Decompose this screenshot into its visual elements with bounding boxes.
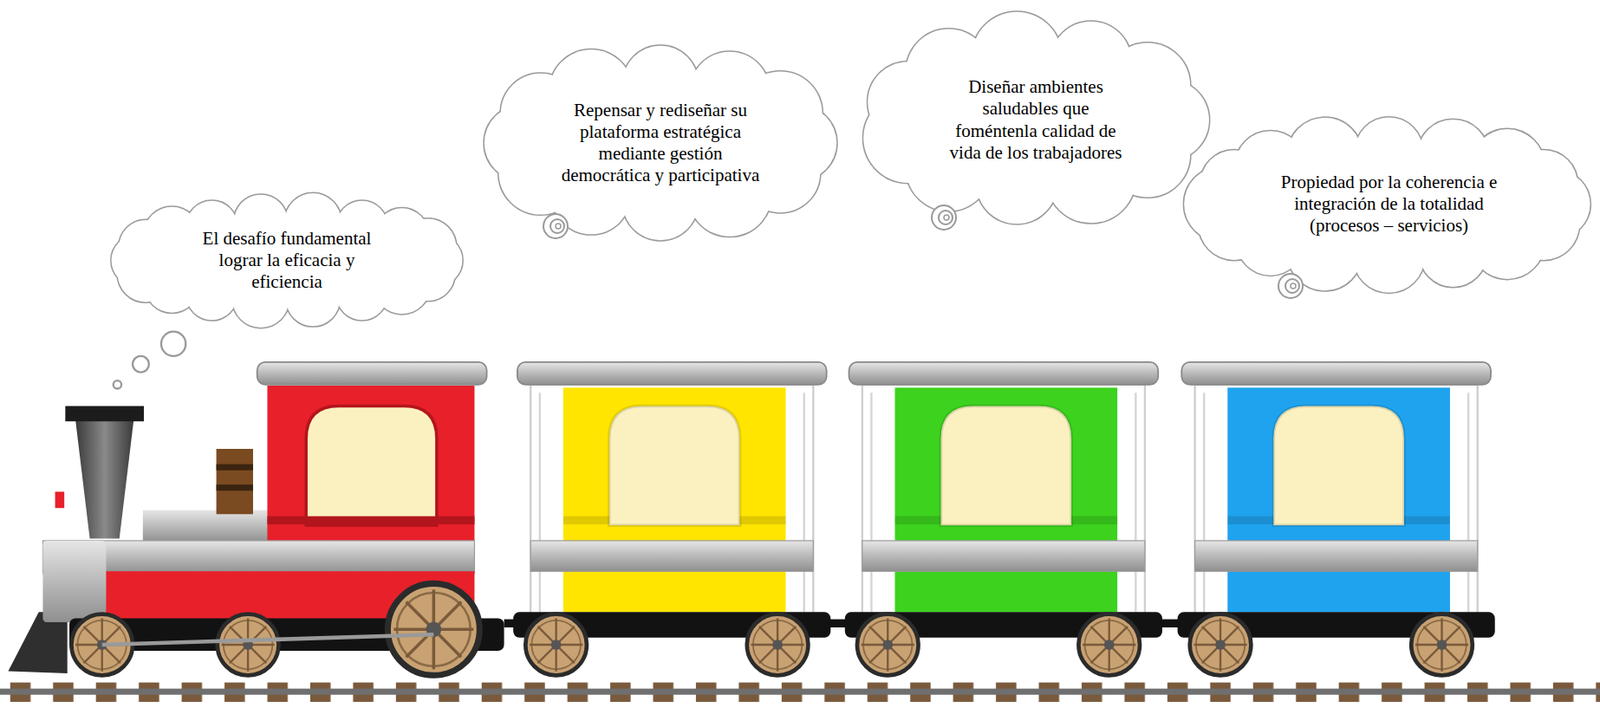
thought-cloud: El desafío fundamental lograr la eficaci… [107,191,467,330]
cloud-text: El desafío fundamental lograr la eficaci… [182,227,391,294]
cloud-spiral [1285,279,1300,293]
cloud-label: Diseñar ambientes saludables que foménte… [943,76,1128,164]
thought-bubbles [113,331,187,390]
cloud-label: Repensar y rediseñar su plataforma estra… [559,99,761,188]
cloud-label: Propiedad por la coherencia e integració… [1265,171,1513,238]
cloud-spiral [555,223,561,229]
thought-cloud: Repensar y rediseñar su plataforma estra… [479,40,842,246]
cloud-fill [901,54,1171,187]
cloud-fill [135,219,439,302]
cloud-spiral [1290,283,1296,289]
cloud-fill [1219,149,1559,260]
cloud-spiral [1278,273,1303,299]
cloud-label: El desafío fundamental lograr la eficaci… [182,227,391,294]
cloud-text: Diseñar ambientes saludables que foménte… [943,76,1128,164]
locomotive [7,362,504,676]
cloud-spiral [938,210,953,225]
green-car [845,362,1163,676]
cloud-spiral [943,214,950,221]
rail [0,689,1600,696]
cloud-spiral [931,205,957,230]
cloud-text: Repensar y rediseñar su plataforma estra… [559,99,761,188]
cloud-spiral [550,219,565,234]
blue-car [1177,362,1496,676]
cloud-fill [520,81,801,205]
cloud-spiral [543,214,568,239]
thought-cloud: Propiedad por la coherencia e integració… [1183,112,1595,296]
rail-ties [0,673,1600,708]
yellow-car [513,362,831,676]
thought-cloud: Diseñar ambientes saludables que foménte… [857,10,1215,230]
cloud-text: Propiedad por la coherencia e integració… [1265,171,1513,238]
